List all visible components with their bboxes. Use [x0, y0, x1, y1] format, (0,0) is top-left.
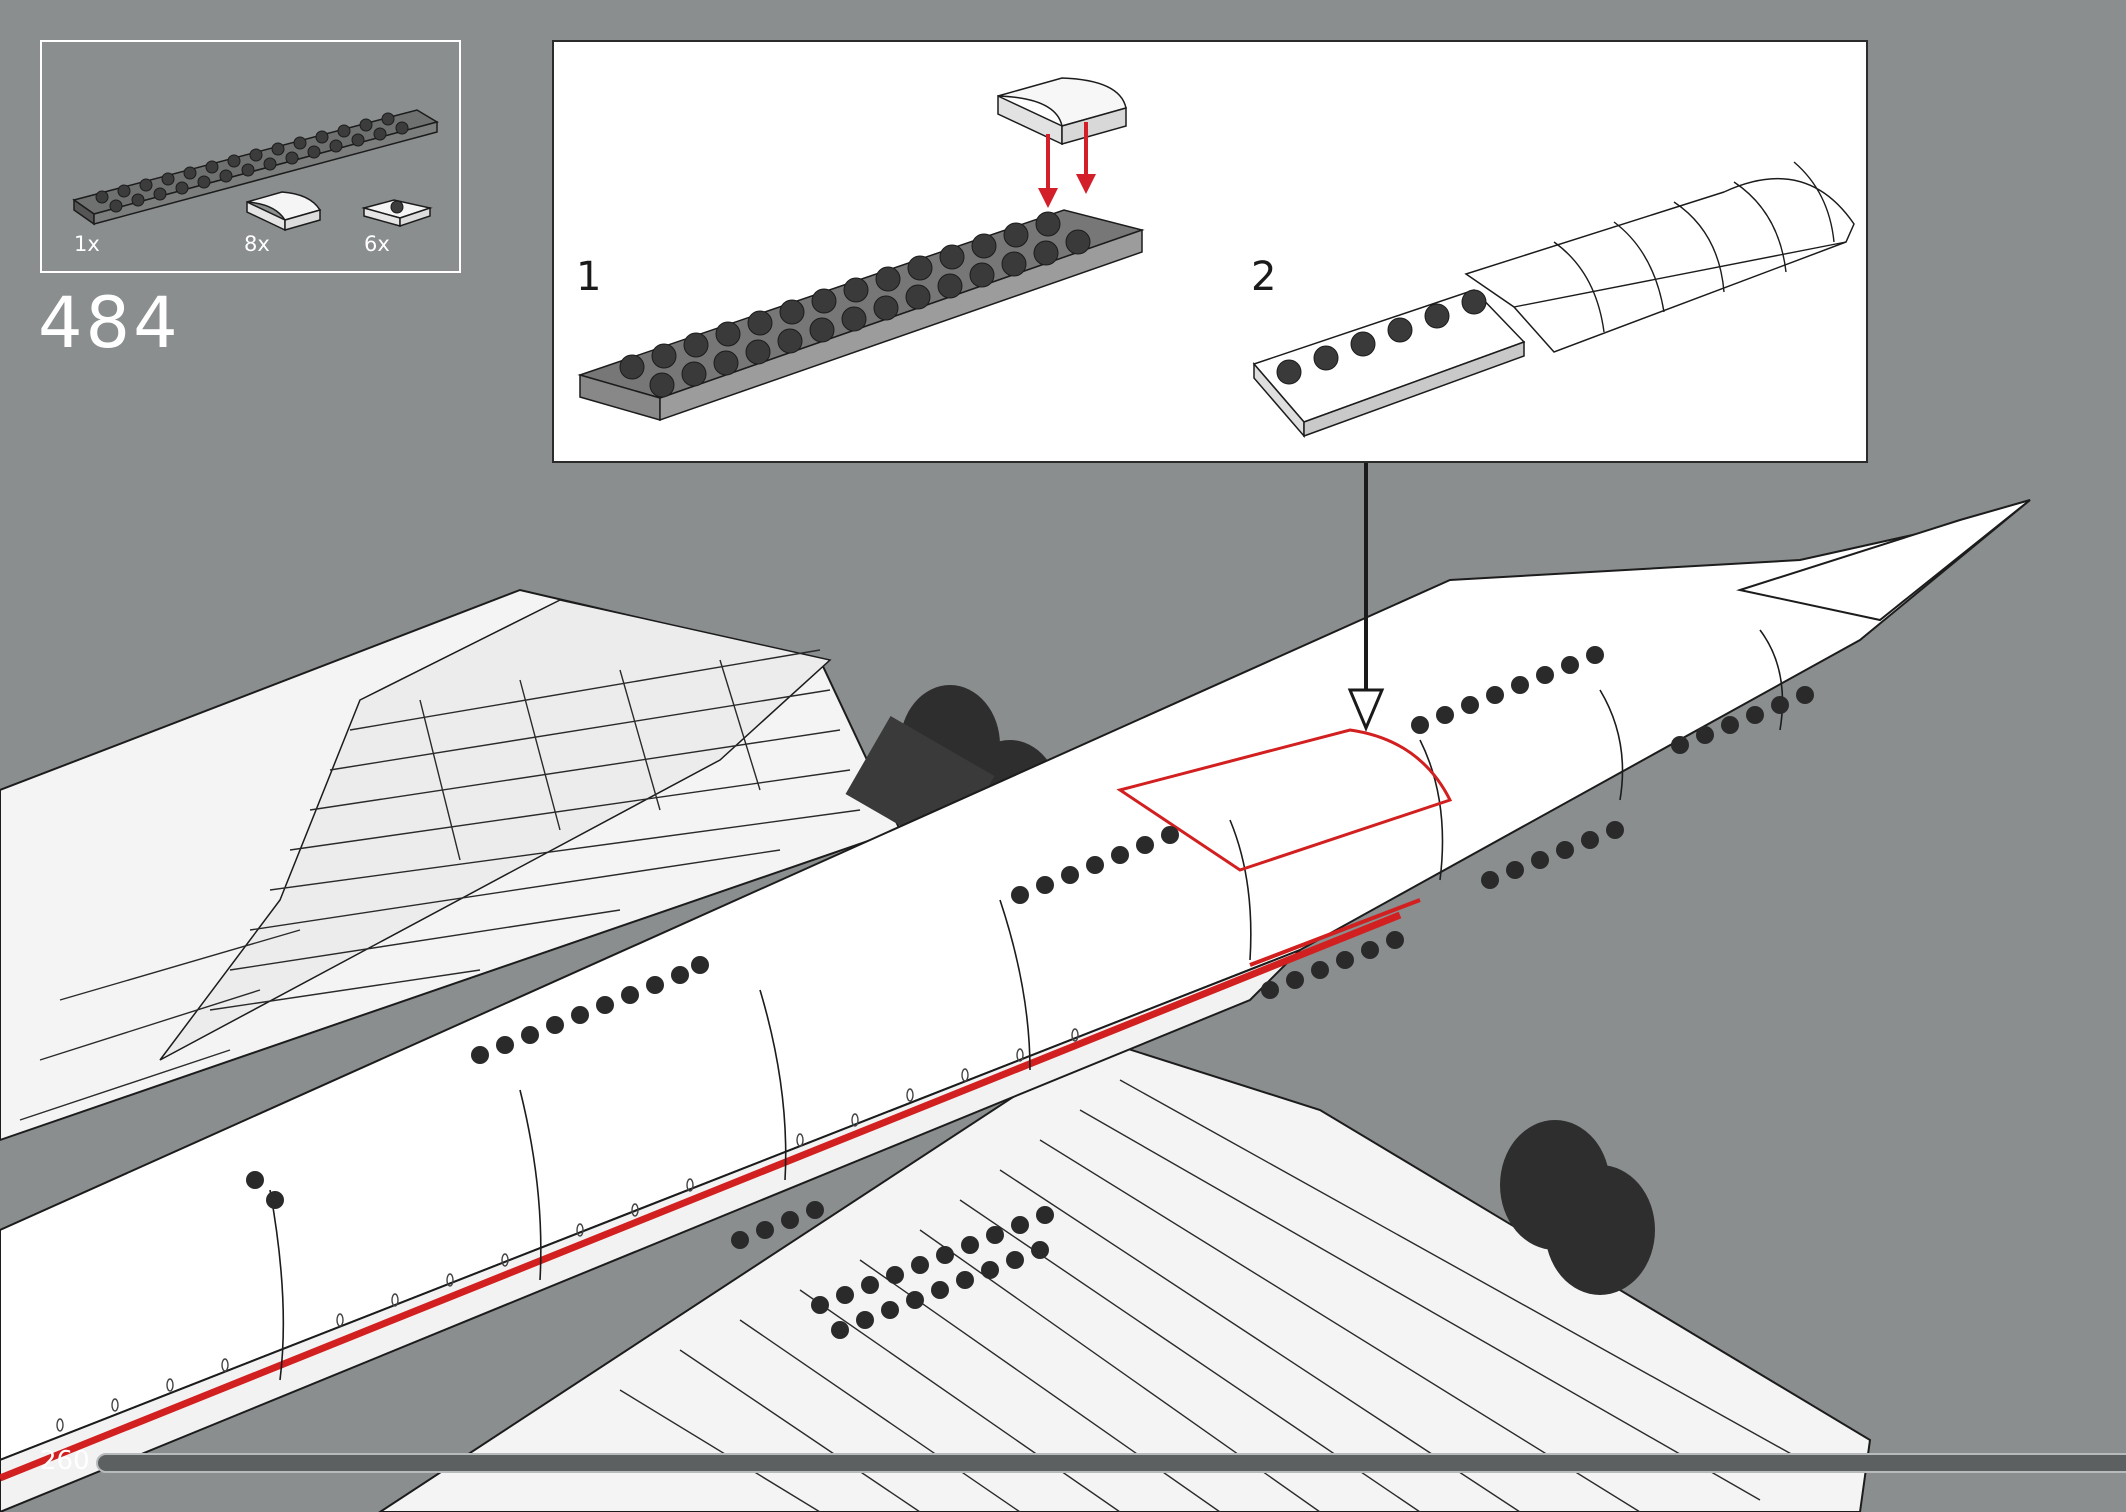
- wing-studs: [811, 1206, 1054, 1339]
- parts-list: 1x 8x 6x: [40, 40, 461, 273]
- substep-number-2: 2: [1251, 254, 1277, 300]
- white-plate-1x2-with-stud-icon: [361, 199, 433, 228]
- parts-list-graphics: [72, 109, 439, 232]
- cabin-windows: [56, 1028, 1079, 1432]
- part-qty-stud-plate: 6x: [364, 232, 390, 256]
- page-number: 260: [40, 1446, 90, 1476]
- substep-2-assembly-icon: [1252, 161, 1855, 439]
- curved-slope-icon: [997, 77, 1127, 146]
- subassembly-callout: 1 2: [552, 40, 1868, 463]
- left-wing: [0, 588, 902, 1142]
- placement-arrows: [1038, 122, 1096, 208]
- progress-bar: [96, 1453, 2126, 1473]
- step-number: 484: [38, 282, 181, 364]
- fuselage: [0, 499, 2031, 1512]
- substep-number-1: 1: [576, 254, 602, 300]
- part-qty-plate: 1x: [74, 232, 100, 256]
- fuselage-studs: [246, 646, 1814, 1249]
- callout-graphics: [577, 77, 1855, 439]
- callout-pointer-arrow: [1347, 463, 1385, 732]
- engine-nacelles-lower: [1500, 1120, 1655, 1295]
- substep-1-plate-icon: [577, 209, 1145, 422]
- white-curved-slope-icon: [246, 191, 322, 232]
- dark-gray-plate-2x16-icon: [72, 109, 439, 226]
- part-qty-slope: 8x: [244, 232, 270, 256]
